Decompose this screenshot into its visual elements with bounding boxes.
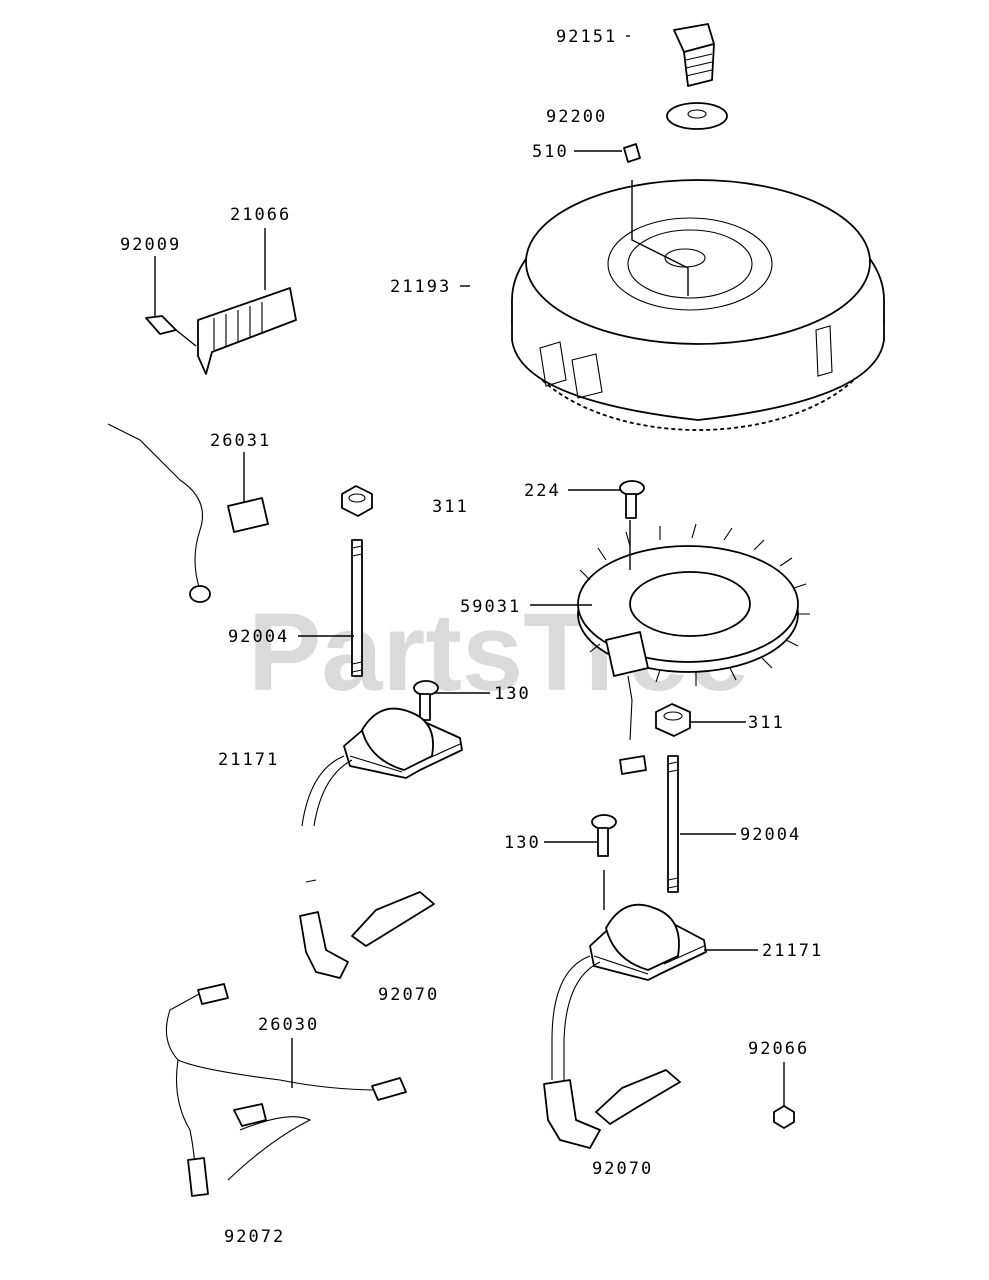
label-21171-left[interactable]: 21171	[218, 750, 279, 770]
part-screw-92009[interactable]	[145, 315, 197, 347]
label-92009[interactable]: 92009	[120, 235, 181, 255]
part-screw-130-left[interactable]	[413, 680, 439, 721]
label-130-left[interactable]: 130	[494, 684, 531, 704]
label-92070-right[interactable]: 92070	[592, 1159, 653, 1179]
label-311-right[interactable]: 311	[748, 713, 785, 733]
part-nut-92066[interactable]	[773, 1105, 795, 1129]
label-59031[interactable]: 59031	[460, 597, 521, 617]
part-regulator-21066[interactable]	[197, 287, 297, 375]
label-92151[interactable]: 92151	[556, 27, 617, 47]
part-nut-311-top[interactable]	[341, 485, 373, 517]
part-number-labels: 92151 92200 510 21066 92009 21193 26031 …	[120, 27, 823, 1247]
part-screw-224[interactable]	[619, 480, 645, 519]
label-92066[interactable]: 92066	[748, 1039, 809, 1059]
part-nut-311-right[interactable]	[655, 703, 691, 737]
label-92072[interactable]: 92072	[224, 1227, 285, 1247]
label-224[interactable]: 224	[524, 481, 561, 501]
part-flywheel-21193[interactable]	[511, 179, 885, 431]
part-ignition-coil-21171-right[interactable]	[543, 903, 707, 1149]
label-92200[interactable]: 92200	[546, 107, 607, 127]
leader-lines	[154, 35, 785, 1106]
label-26030[interactable]: 26030	[258, 1015, 319, 1035]
part-ignition-coil-21171-left[interactable]	[301, 707, 463, 827]
part-clip-92072[interactable]	[227, 1103, 312, 1181]
part-key-510[interactable]	[623, 143, 641, 163]
part-bolt-92151[interactable]	[673, 23, 715, 87]
label-21193[interactable]: 21193	[390, 277, 451, 297]
label-21066[interactable]: 21066	[230, 205, 291, 225]
label-311-top[interactable]: 311	[432, 497, 469, 517]
part-stud-92004-right[interactable]	[667, 755, 679, 893]
part-wire-harness-26030[interactable]	[165, 983, 407, 1197]
part-stud-92004-left[interactable]	[351, 539, 363, 677]
part-lead-wire-26031[interactable]	[107, 423, 269, 603]
label-92004-right[interactable]: 92004	[740, 825, 801, 845]
part-stator-59031[interactable]	[577, 523, 810, 775]
label-21171-right[interactable]: 21171	[762, 941, 823, 961]
label-26031[interactable]: 26031	[210, 431, 271, 451]
part-washer-92200[interactable]	[666, 102, 728, 130]
label-130-right[interactable]: 130	[504, 833, 541, 853]
part-screw-130-right[interactable]	[591, 814, 617, 857]
label-92070-left[interactable]: 92070	[378, 985, 439, 1005]
part-spark-plug-92070-left[interactable]	[299, 879, 435, 979]
label-510[interactable]: 510	[532, 142, 569, 162]
label-92004-left[interactable]: 92004	[228, 627, 289, 647]
